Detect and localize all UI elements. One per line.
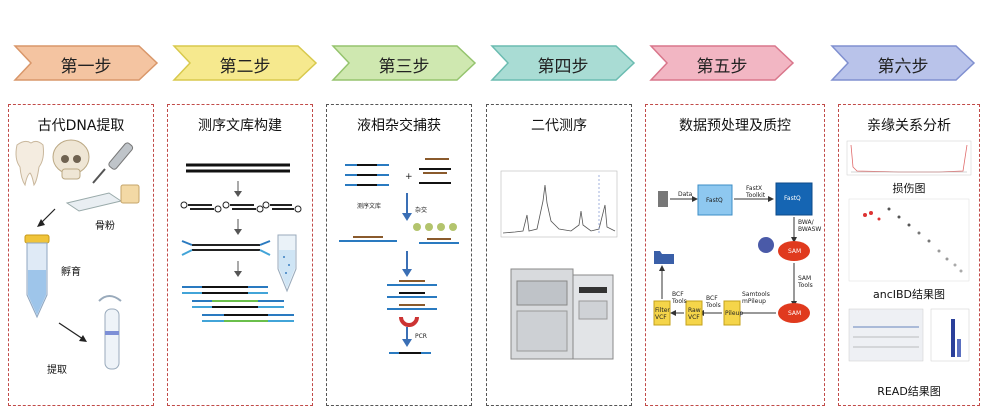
damage-label: 损伤图 xyxy=(892,182,926,195)
folder-icon xyxy=(654,251,674,264)
capture-illustration: + xyxy=(339,158,459,354)
step-6-arrow: 第六步 xyxy=(830,44,976,82)
vcf-file-icon xyxy=(653,300,671,326)
chevron-shape xyxy=(331,45,477,81)
bone-powder-label: 骨粉 xyxy=(95,221,115,232)
tooth-icon xyxy=(15,140,44,187)
adapter-ligation xyxy=(181,240,271,256)
down-arrow-icon xyxy=(402,251,412,277)
panel-dna-extraction: 古代DNA提取 骨粉 xyxy=(8,104,154,406)
probe-lines xyxy=(419,158,451,184)
fastx-label: FastX Toolkit xyxy=(746,185,766,199)
step-1-label: 第一步 xyxy=(60,57,112,77)
bcftools-label: BCF Tools xyxy=(706,295,721,309)
library-illustration xyxy=(180,163,302,322)
bwa-label: BWA/ BWASW xyxy=(798,219,822,233)
sam-label: SAM xyxy=(788,310,802,317)
read-plot xyxy=(848,308,970,362)
hybrid-label: 杂交 xyxy=(415,207,428,214)
library-lines xyxy=(345,164,389,186)
panel-title: 测序文库构建 xyxy=(198,118,282,134)
drill-icon xyxy=(92,142,134,184)
beads xyxy=(413,223,457,231)
pipeline-illustration xyxy=(653,182,813,326)
down-arrow-icon xyxy=(402,327,412,347)
beaker-icon xyxy=(120,184,140,204)
panel-kinship-analysis: 亲缘关系分析 损伤图 ancIBD结果图 READ结果图 xyxy=(838,104,980,406)
chevron-shape xyxy=(13,45,159,81)
pileup-file-icon xyxy=(723,300,741,326)
test-tube-icon xyxy=(277,234,297,293)
panel-library-construction: 测序文库构建 xyxy=(167,104,313,406)
bcftools-label: BCF Tools xyxy=(672,291,687,305)
step-2-arrow: 第二步 xyxy=(172,44,318,82)
panel-ngs: 二代测序 xyxy=(486,104,632,406)
captured-fragments xyxy=(387,280,437,310)
globe-icon xyxy=(758,237,774,253)
sam-ellipse xyxy=(778,303,810,323)
sequencer-icon xyxy=(510,268,614,360)
plus-icon: + xyxy=(405,172,413,182)
incubate-label: 孵育 xyxy=(61,267,81,278)
data-label: Data xyxy=(678,191,693,198)
extraction-illustration xyxy=(15,139,140,370)
down-arrow-icon xyxy=(402,193,412,221)
step-3-arrow: 第三步 xyxy=(331,44,477,82)
magnet-icon xyxy=(399,316,419,327)
step-1-arrow: 第一步 xyxy=(13,44,159,82)
fragment-row xyxy=(180,201,302,213)
sam-label: SAM xyxy=(788,248,802,255)
chevron-shape xyxy=(649,45,795,81)
panel-preprocessing-qc: 数据预处理及质控 Data FastQ FastX Toolkit FastQ … xyxy=(645,104,825,406)
panel-title: 液相杂交捕获 xyxy=(357,118,441,134)
ancibd-label: ancIBD结果图 xyxy=(872,288,946,301)
extract-label: 提取 xyxy=(47,365,67,376)
fastq-label: FastQ xyxy=(706,197,723,204)
down-arrow-icon xyxy=(234,219,242,235)
dna-strands xyxy=(186,163,290,173)
pileup-label: Pileup xyxy=(725,310,744,317)
library-fragments xyxy=(182,286,294,322)
chevron-shape xyxy=(490,45,636,81)
down-arrow-icon xyxy=(234,261,242,277)
panel-title: 亲缘关系分析 xyxy=(867,118,951,134)
chevron-shape xyxy=(172,45,318,81)
panel-title: 数据预处理及质控 xyxy=(679,118,791,134)
raw-vcf-label: Raw VCF xyxy=(688,307,701,321)
step-6-label: 第六步 xyxy=(877,57,929,77)
hybrid-duplex xyxy=(339,236,459,244)
conical-tube-icon xyxy=(24,234,50,319)
library-label: 测序文库 xyxy=(357,203,382,210)
plate-icon xyxy=(65,192,123,212)
chevron-shape xyxy=(830,45,976,81)
ancibd-plot xyxy=(848,198,970,282)
damage-plot xyxy=(846,140,972,176)
pcr-label: PCR xyxy=(415,333,427,340)
sequencing-illustration xyxy=(500,170,618,360)
step-5-label: 第五步 xyxy=(696,57,748,77)
step-2-label: 第二步 xyxy=(219,57,271,77)
fastq-label: FastQ xyxy=(784,195,801,202)
down-arrow-icon xyxy=(234,181,242,197)
fastq-file-icon xyxy=(775,182,813,216)
filter-vcf-label: Filter VCF xyxy=(655,307,670,321)
step-4-arrow: 第四步 xyxy=(490,44,636,82)
panel-hybrid-capture: 液相杂交捕获 + 测序文库 杂 xyxy=(326,104,472,406)
step-5-arrow: 第五步 xyxy=(649,44,795,82)
fastq-file-icon xyxy=(697,184,733,216)
panel-title: 古代DNA提取 xyxy=(37,118,125,134)
server-icon xyxy=(658,191,668,207)
samtools-label: SAM Tools xyxy=(798,275,813,289)
step-4-label: 第四步 xyxy=(537,57,589,77)
results-illustration xyxy=(846,140,972,362)
vcf-file-icon xyxy=(685,300,703,326)
bioanalyzer-trace xyxy=(500,170,618,238)
panel-title: 二代测序 xyxy=(531,118,587,134)
step-3-label: 第三步 xyxy=(378,57,430,77)
mpileup-label: Samtools mPileup xyxy=(742,291,770,305)
read-label: READ结果图 xyxy=(877,385,941,398)
microtube-icon xyxy=(98,295,122,370)
sam-ellipse xyxy=(778,241,810,261)
